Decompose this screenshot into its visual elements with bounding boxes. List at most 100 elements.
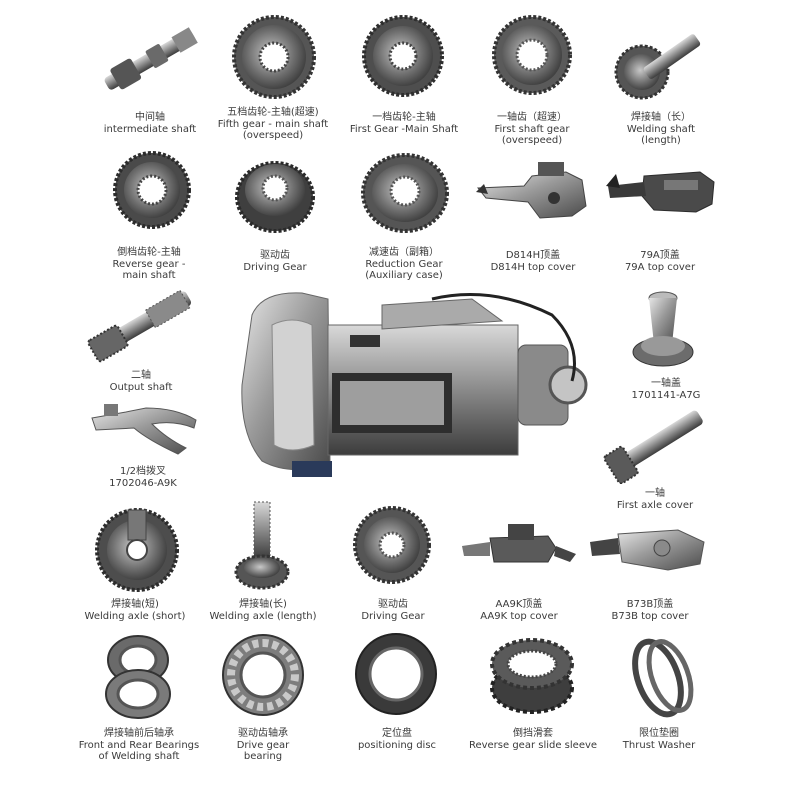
part-caption: 1/2档拨叉 1702046-A9K [109, 466, 177, 489]
caption-en: Welding shaft [626, 123, 696, 135]
caption-en-2: of Welding shaft [98, 751, 180, 762]
caption-cn: 焊接轴（长） [630, 112, 691, 123]
caption-cn: 焊接轴(长) [239, 599, 287, 610]
caption-cn: 定位盘 [382, 728, 412, 739]
gear-icon [492, 15, 572, 95]
splined-shaft-icon [87, 289, 192, 363]
caption-en: positioning disc [357, 739, 437, 751]
bearing-cover-icon [632, 291, 694, 367]
gearbox-icon [241, 292, 588, 477]
caption-en: First shaft gear [494, 123, 570, 135]
caption-en: intermediate shaft [103, 123, 197, 135]
caption-en: AA9K top cover [480, 610, 558, 622]
caption-en: Drive gear [236, 739, 290, 751]
part-caption: 一轴盖 1701141-A7G [632, 378, 701, 401]
part-caption: 一轴 First axle cover [617, 488, 693, 511]
caption-cn: 五档齿轮-主轴(超速) [227, 107, 319, 118]
caption-en: 79A top cover [624, 261, 696, 273]
splined-shaft-icon [104, 27, 198, 90]
caption-cn: 二轴 [130, 370, 151, 381]
caption-en: Fifth gear - main shaft [217, 118, 329, 130]
top-cover-icon [462, 524, 576, 563]
caption-cn: 一轴盖 [650, 378, 681, 389]
caption-en: First Gear -Main Shaft [349, 123, 459, 135]
gear-icon [95, 508, 179, 592]
caption-en: Front and Rear Bearings [78, 739, 200, 751]
part-caption: 中间轴 intermediate shaft [104, 112, 196, 135]
shift-fork-icon [91, 404, 197, 455]
caption-en: First axle cover [616, 499, 694, 511]
caption-en-2: (Auxiliary case) [365, 270, 443, 281]
part-caption: D814H顶盖 D814H top cover [491, 250, 576, 273]
splined-shaft-icon [234, 501, 290, 590]
part-caption: 一档齿轮-主轴 First Gear -Main Shaft [350, 112, 458, 135]
bearing-icon [222, 634, 304, 716]
caption-en-2: (overspeed) [501, 135, 563, 146]
part-caption: 焊接轴(短) Welding axle (short) [85, 599, 186, 622]
caption-en-2: (overspeed) [242, 130, 304, 141]
caption-cn: AA9K顶盖 [495, 599, 543, 610]
part-caption: AA9K顶盖 AA9K top cover [480, 599, 557, 622]
caption-en: B73B top cover [611, 610, 689, 622]
gear-icon [235, 161, 315, 233]
caption-cn: 1/2档拨叉 [119, 466, 167, 477]
caption-cn: 一轴齿（超速） [497, 112, 567, 123]
part-caption: 五档齿轮-主轴(超速) Fifth gear - main shaft (ove… [218, 107, 328, 142]
top-cover-icon [590, 529, 705, 571]
caption-cn: 倒挡滑套 [512, 728, 553, 739]
caption-cn: 一档齿轮-主轴 [372, 112, 436, 123]
top-cover-icon [606, 171, 715, 213]
part-caption: 焊接轴(长) Welding axle (length) [209, 599, 316, 622]
part-caption: 驱动齿 Driving Gear [243, 250, 306, 273]
caption-en: 1701141-A7G [631, 389, 701, 401]
caption-cn: 驱动齿 [259, 250, 290, 261]
caption-en: Reverse gear slide sleeve [468, 739, 598, 751]
caption-cn: 79A顶盖 [640, 250, 680, 261]
caption-cn: 驱动齿轴承 [237, 728, 288, 739]
caption-en: Reverse gear - [112, 258, 186, 270]
caption-cn: 限位垫圈 [639, 728, 679, 739]
caption-cn: 倒档齿轮-主轴 [117, 247, 181, 258]
splined-shaft-icon [614, 34, 701, 100]
caption-en: Driving Gear [361, 610, 425, 622]
caption-cn: 焊接轴(短) [111, 599, 159, 610]
caption-cn: B73B顶盖 [626, 599, 674, 610]
part-caption: 驱动齿轴承 Drive gear bearing [237, 728, 290, 763]
caption-cn: 中间轴 [135, 112, 165, 123]
part-caption: 定位盘 positioning disc [358, 728, 436, 751]
caption-en: D814H top cover [490, 261, 576, 273]
part-caption: 减速齿（副箱） Reduction Gear (Auxiliary case) [365, 247, 443, 282]
gear-icon [361, 153, 449, 233]
caption-en: Driving Gear [243, 261, 307, 273]
part-caption: 焊接轴前后轴承 Front and Rear Bearings of Weldi… [79, 728, 199, 763]
splined-shaft-icon [603, 410, 703, 484]
caption-en: Output shaft [109, 381, 173, 393]
caption-en: 1702046-A9K [109, 477, 177, 489]
caption-cn: 一轴 [645, 488, 665, 499]
caption-en-2: main shaft [122, 270, 176, 281]
gear-icon [353, 506, 431, 584]
part-caption: 一轴齿（超速） First shaft gear (overspeed) [494, 112, 569, 147]
top-cover-icon [476, 162, 587, 219]
caption-en: Reduction Gear [365, 258, 443, 270]
caption-cn: 焊接轴前后轴承 [104, 728, 174, 739]
caption-cn: 驱动齿 [377, 599, 408, 610]
disc-icon [355, 633, 437, 715]
gear-icon [113, 151, 191, 229]
washer-icon [632, 638, 694, 718]
part-caption: 驱动齿 Driving Gear [361, 599, 424, 622]
part-caption: 倒挡滑套 Reverse gear slide sleeve [469, 728, 597, 751]
caption-cn: D814H顶盖 [505, 250, 561, 261]
caption-en: Welding axle (short) [84, 610, 186, 622]
caption-en: Thrust Washer [622, 739, 696, 751]
part-caption: B73B顶盖 B73B top cover [612, 599, 689, 622]
caption-en: Welding axle (length) [209, 610, 317, 622]
caption-en-2: (length) [641, 135, 681, 146]
sleeve-icon [490, 638, 574, 714]
gear-icon [362, 15, 444, 97]
part-caption: 二轴 Output shaft [110, 370, 173, 393]
caption-en-2: bearing [243, 751, 283, 762]
part-caption: 倒档齿轮-主轴 Reverse gear - main shaft [113, 247, 186, 282]
bearing-icon [105, 635, 171, 719]
